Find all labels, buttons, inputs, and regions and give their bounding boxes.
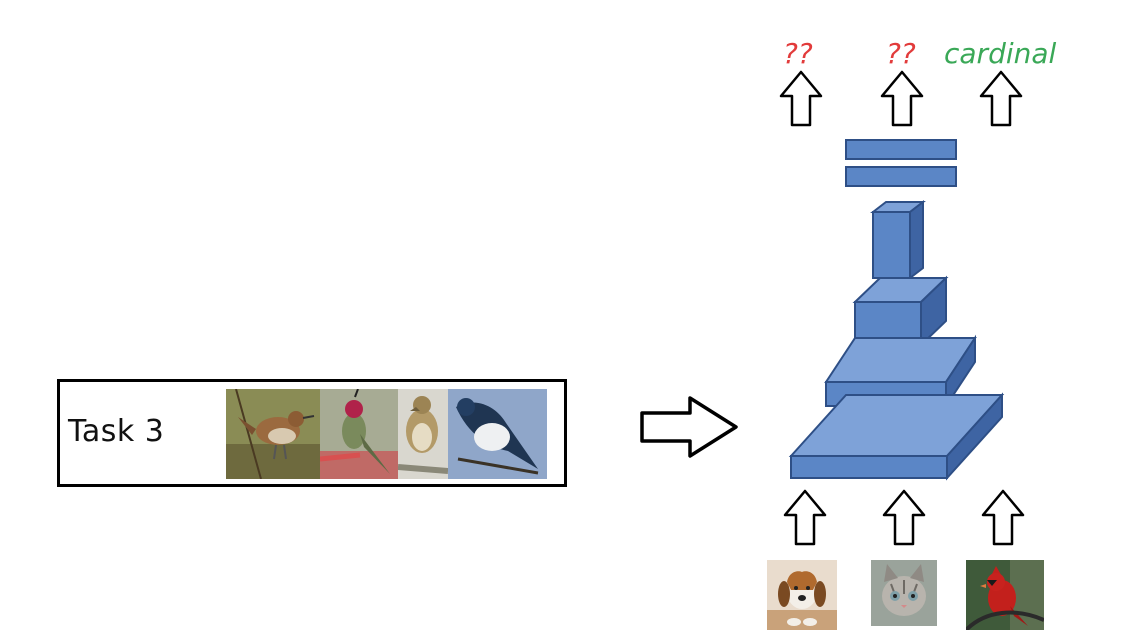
- task-label: Task 3: [68, 414, 165, 449]
- fc-layer-2: [845, 166, 957, 187]
- up-arrow-icon: [783, 489, 827, 546]
- wren-photo: [226, 389, 320, 479]
- sparrow-photo: [398, 389, 448, 479]
- up-arrow-icon: [880, 70, 924, 127]
- up-arrow-icon: [779, 70, 823, 127]
- neural-network-diagram: [788, 139, 1005, 481]
- up-arrow-icon: [981, 489, 1025, 546]
- up-arrow-icon: [979, 70, 1023, 127]
- output-label-2: ??: [886, 37, 916, 70]
- output-label-1: ??: [783, 37, 813, 70]
- output-label-3: cardinal: [944, 37, 1057, 70]
- fc-layer-1: [845, 139, 957, 160]
- cardinal-photo: [966, 560, 1044, 630]
- beagle-photo: [767, 560, 837, 630]
- right-arrow-icon: [640, 396, 738, 458]
- conv-layer-3: [852, 275, 949, 348]
- kitten-photo: [871, 560, 937, 626]
- up-arrow-icon: [882, 489, 926, 546]
- hummingbird-photo: [320, 389, 398, 479]
- conv-layer-1: [788, 392, 1005, 481]
- swallow-photo: [448, 389, 547, 479]
- conv-layer-4: [870, 199, 926, 281]
